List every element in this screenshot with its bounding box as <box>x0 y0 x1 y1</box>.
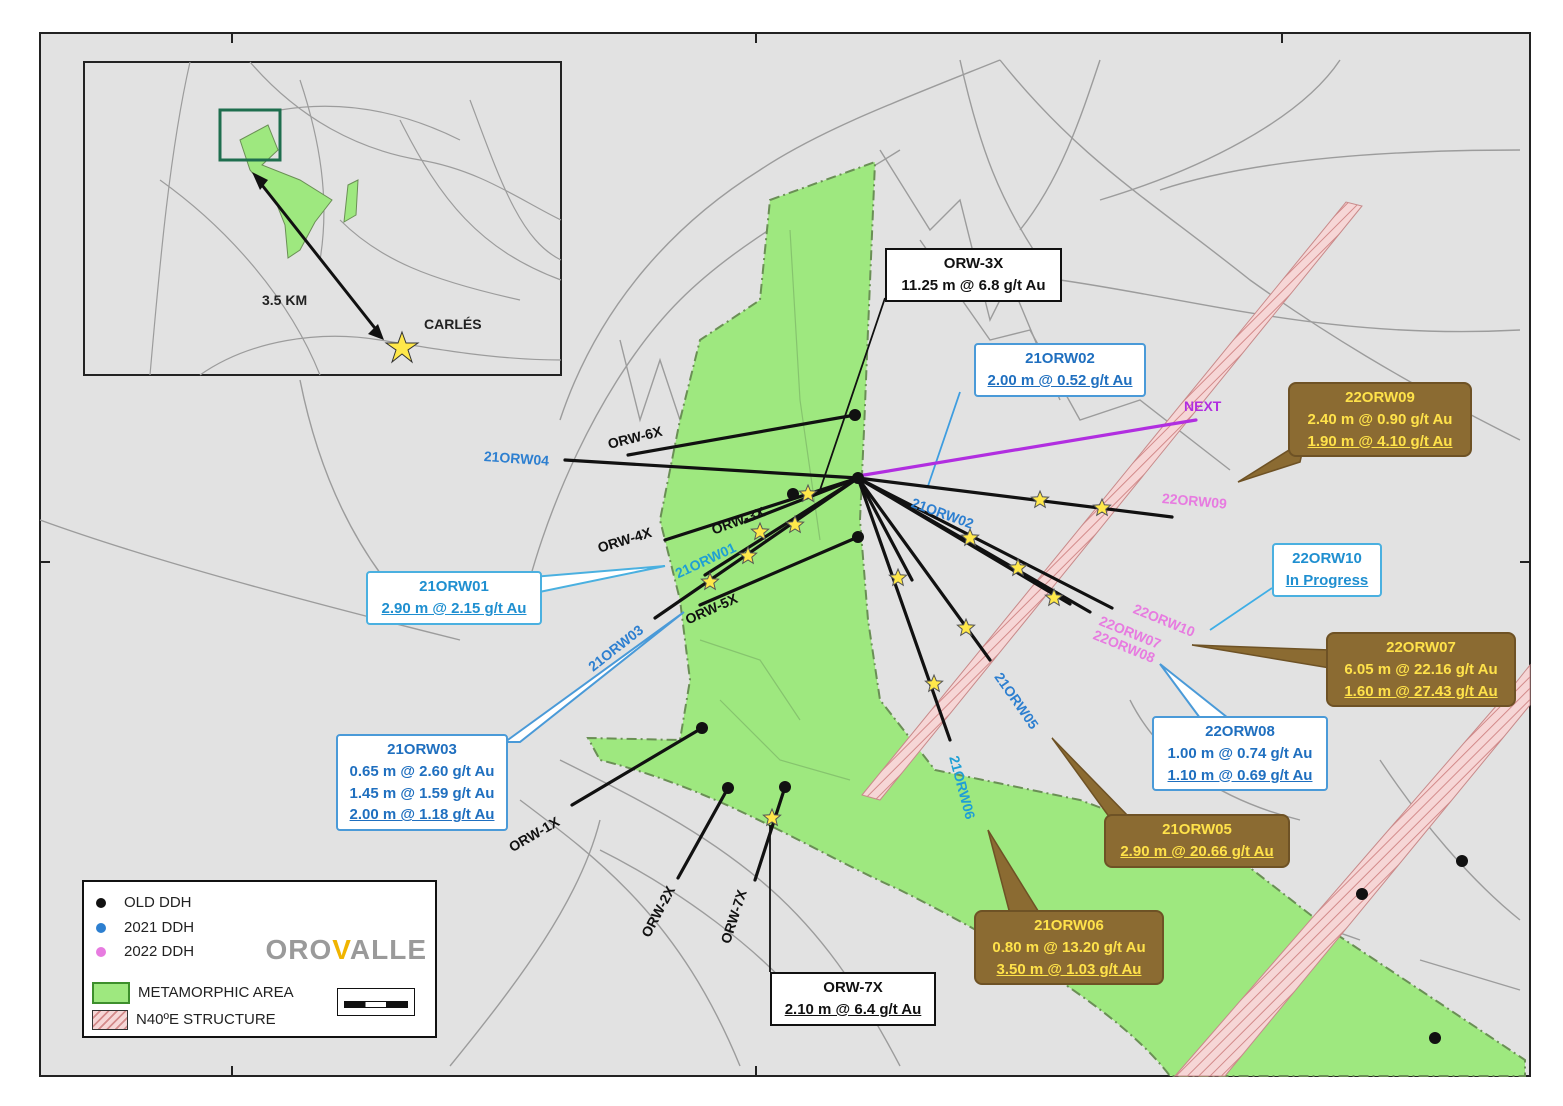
intercept-star-icon <box>700 571 720 591</box>
legend-metamorphic-area: METAMORPHIC AREA <box>92 982 294 1004</box>
callout-line: 2.00 m @ 1.18 g/t Au <box>349 806 495 824</box>
intercept-star-icon <box>785 514 805 534</box>
callout-title: 21ORW03 <box>387 741 457 758</box>
callout-21orw06: 21ORW06 0.80 m @ 13.20 g/t Au 3.50 m @ 1… <box>974 910 1164 986</box>
callout-22orw08: 22ORW08 1.00 m @ 0.74 g/t Au 1.10 m @ 0.… <box>1152 716 1328 792</box>
legend-label: 2021 DDH <box>124 919 195 936</box>
callout-orw3x: ORW-3X 11.25 m @ 6.8 g/t Au <box>885 248 1062 302</box>
callout-title: 22ORW09 <box>1345 389 1415 406</box>
n40e-structure-2 <box>1173 663 1531 1077</box>
legend-label: OLD DDH <box>124 894 192 911</box>
callout-22orw07: 22ORW07 6.05 m @ 22.16 g/t Au 1.60 m @ 2… <box>1326 632 1516 708</box>
inset-distance-label: 3.5 KM <box>262 292 308 308</box>
scale-bar <box>337 988 415 1016</box>
intercept-star-icon <box>750 521 770 541</box>
legend-label: 2022 DDH <box>124 943 195 960</box>
metamorphic-area <box>586 160 1526 1077</box>
legend-old-ddh: OLD DDH <box>92 894 192 911</box>
intercept-star-icon <box>956 617 976 637</box>
callout-title: ORW-7X <box>823 979 883 996</box>
legend-2022-ddh: 2022 DDH <box>92 943 194 960</box>
legend-2021-ddh: 2021 DDH <box>92 919 194 936</box>
legend-label: METAMORPHIC AREA <box>138 983 294 1001</box>
legend-n40e-structure: N40ºE STRUCTURE <box>92 1010 276 1030</box>
callout-line: 2.90 m @ 2.15 g/t Au <box>381 599 527 617</box>
callout-line: 1.00 m @ 0.74 g/t Au <box>1167 744 1313 762</box>
intercept-star-icon <box>1030 489 1050 509</box>
callout-line: 0.80 m @ 13.20 g/t Au <box>992 938 1146 956</box>
callout-line: 3.50 m @ 1.03 g/t Au <box>996 960 1142 978</box>
metamorphic-swatch-icon <box>92 982 130 1004</box>
callout-line: 2.10 m @ 6.4 g/t Au <box>784 1000 922 1018</box>
intercept-star-icon <box>738 545 758 565</box>
orovalle-logo: OROVALLE <box>265 934 427 965</box>
callout-line: 1.45 m @ 1.59 g/t Au <box>349 784 495 802</box>
intercept-star-icon <box>762 807 782 827</box>
callout-line: 11.25 m @ 6.8 g/t Au <box>901 276 1046 294</box>
inset-town-label: CARLÉS <box>424 316 482 332</box>
callout-title: 21ORW01 <box>419 578 489 595</box>
callout-line: In Progress <box>1285 571 1369 589</box>
structure-swatch-icon <box>92 1010 128 1030</box>
callout-title: 22ORW10 <box>1292 550 1362 567</box>
callout-line: 2.00 m @ 0.52 g/t Au <box>987 371 1133 389</box>
callout-title: 21ORW06 <box>1034 917 1104 934</box>
intercept-star-icon <box>1092 497 1112 517</box>
callout-title: ORW-3X <box>943 255 1004 272</box>
map-legend: OLD DDH 2021 DDH 2022 DDH METAMORPHIC AR… <box>82 880 437 1038</box>
callout-line: 2.40 m @ 0.90 g/t Au <box>1307 410 1453 428</box>
hole-label-next: NEXT <box>1184 398 1222 414</box>
callout-22orw10: 22ORW10 In Progress <box>1272 543 1382 597</box>
drill-traces <box>563 413 1198 882</box>
callout-title: 21ORW05 <box>1162 821 1232 838</box>
callout-21orw01: 21ORW01 2.90 m @ 2.15 g/t Au <box>366 571 542 625</box>
callout-orw7x: ORW-7X 2.10 m @ 6.4 g/t Au <box>770 972 936 1026</box>
n40e-structure-1 <box>861 201 1363 801</box>
intercept-star-icon <box>798 483 818 503</box>
callout-title: 22ORW08 <box>1205 723 1275 740</box>
intercept-star-icon <box>1008 557 1028 577</box>
intercept-star-icon <box>924 673 944 693</box>
intercept-star-icon <box>1044 587 1064 607</box>
callout-21orw02: 21ORW02 2.00 m @ 0.52 g/t Au <box>974 343 1146 397</box>
callout-21orw05: 21ORW05 2.90 m @ 20.66 g/t Au <box>1104 814 1290 868</box>
callout-title: 22ORW07 <box>1386 639 1456 656</box>
callout-line: 0.65 m @ 2.60 g/t Au <box>349 762 495 780</box>
callout-line: 1.10 m @ 0.69 g/t Au <box>1167 766 1313 784</box>
callout-22orw09: 22ORW09 2.40 m @ 0.90 g/t Au 1.90 m @ 4.… <box>1288 382 1472 458</box>
ddh-2021-pin-icon <box>96 923 106 934</box>
callout-line: 6.05 m @ 22.16 g/t Au <box>1344 660 1498 678</box>
callout-line: 1.60 m @ 27.43 g/t Au <box>1344 682 1498 700</box>
intercept-stars <box>700 483 1112 827</box>
legend-label: N40ºE STRUCTURE <box>136 1010 276 1028</box>
callout-line: 1.90 m @ 4.10 g/t Au <box>1307 432 1453 450</box>
collars <box>696 409 1468 1044</box>
intercept-star-icon <box>888 567 908 587</box>
callout-line: 2.90 m @ 20.66 g/t Au <box>1120 842 1274 860</box>
ddh-2022-pin-icon <box>96 947 106 958</box>
callout-title: 21ORW02 <box>1025 350 1095 367</box>
intercept-star-icon <box>960 527 980 547</box>
old-ddh-pin-icon <box>96 898 106 909</box>
callout-21orw03: 21ORW03 0.65 m @ 2.60 g/t Au 1.45 m @ 1.… <box>336 734 508 831</box>
inset-map <box>83 61 562 376</box>
